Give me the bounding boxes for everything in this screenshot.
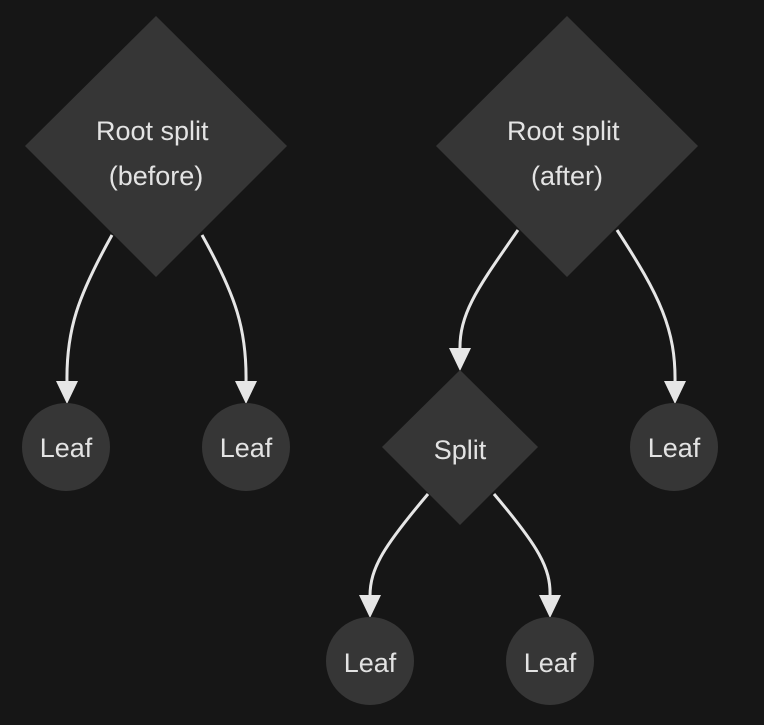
edge-root-after-to-leaf-3 (615, 229, 677, 384)
leaf-after-1-label: Leaf (344, 648, 397, 678)
edge-split-to-leaf-1 (368, 493, 430, 597)
arrowhead-leaf-before-1 (56, 381, 78, 404)
edges (56, 229, 686, 618)
split-label: Split (434, 435, 487, 465)
node-split: Split (382, 370, 538, 525)
svg-text:Root split (after): Root split (after) (507, 116, 627, 191)
node-leaf-before-1: Leaf (22, 403, 110, 491)
node-root-split-before: Root split (before) (25, 16, 287, 277)
node-leaf-before-2: Leaf (202, 403, 290, 491)
node-root-split-after: Root split (after) (436, 16, 698, 277)
leaf-after-3-label: Leaf (648, 433, 701, 463)
arrowhead-leaf-after-3 (664, 381, 686, 404)
leaf-after-2-label: Leaf (524, 648, 577, 678)
root-before-label-line-1: Root split (96, 116, 209, 146)
arrowhead-leaf-before-2 (235, 381, 257, 404)
edge-root-after-to-split (458, 229, 520, 351)
root-after-label-line-1: Root split (507, 116, 620, 146)
node-leaf-after-3: Leaf (630, 403, 718, 491)
edge-root-before-to-leaf-2 (200, 234, 248, 384)
leaf-before-2-label: Leaf (220, 433, 273, 463)
svg-text:Root split (before): Root split (before) (96, 116, 216, 191)
arrowhead-split (449, 348, 471, 371)
arrowhead-leaf-after-1 (359, 595, 381, 618)
arrowhead-leaf-after-2 (539, 595, 561, 618)
leaf-before-1-label: Leaf (40, 433, 93, 463)
node-leaf-after-2: Leaf (506, 617, 594, 705)
root-before-label-line-2: (before) (109, 161, 204, 191)
edge-split-to-leaf-2 (492, 493, 552, 597)
edge-root-before-to-leaf-1 (65, 234, 114, 384)
node-leaf-after-1: Leaf (326, 617, 414, 705)
root-after-label-line-2: (after) (531, 161, 603, 191)
